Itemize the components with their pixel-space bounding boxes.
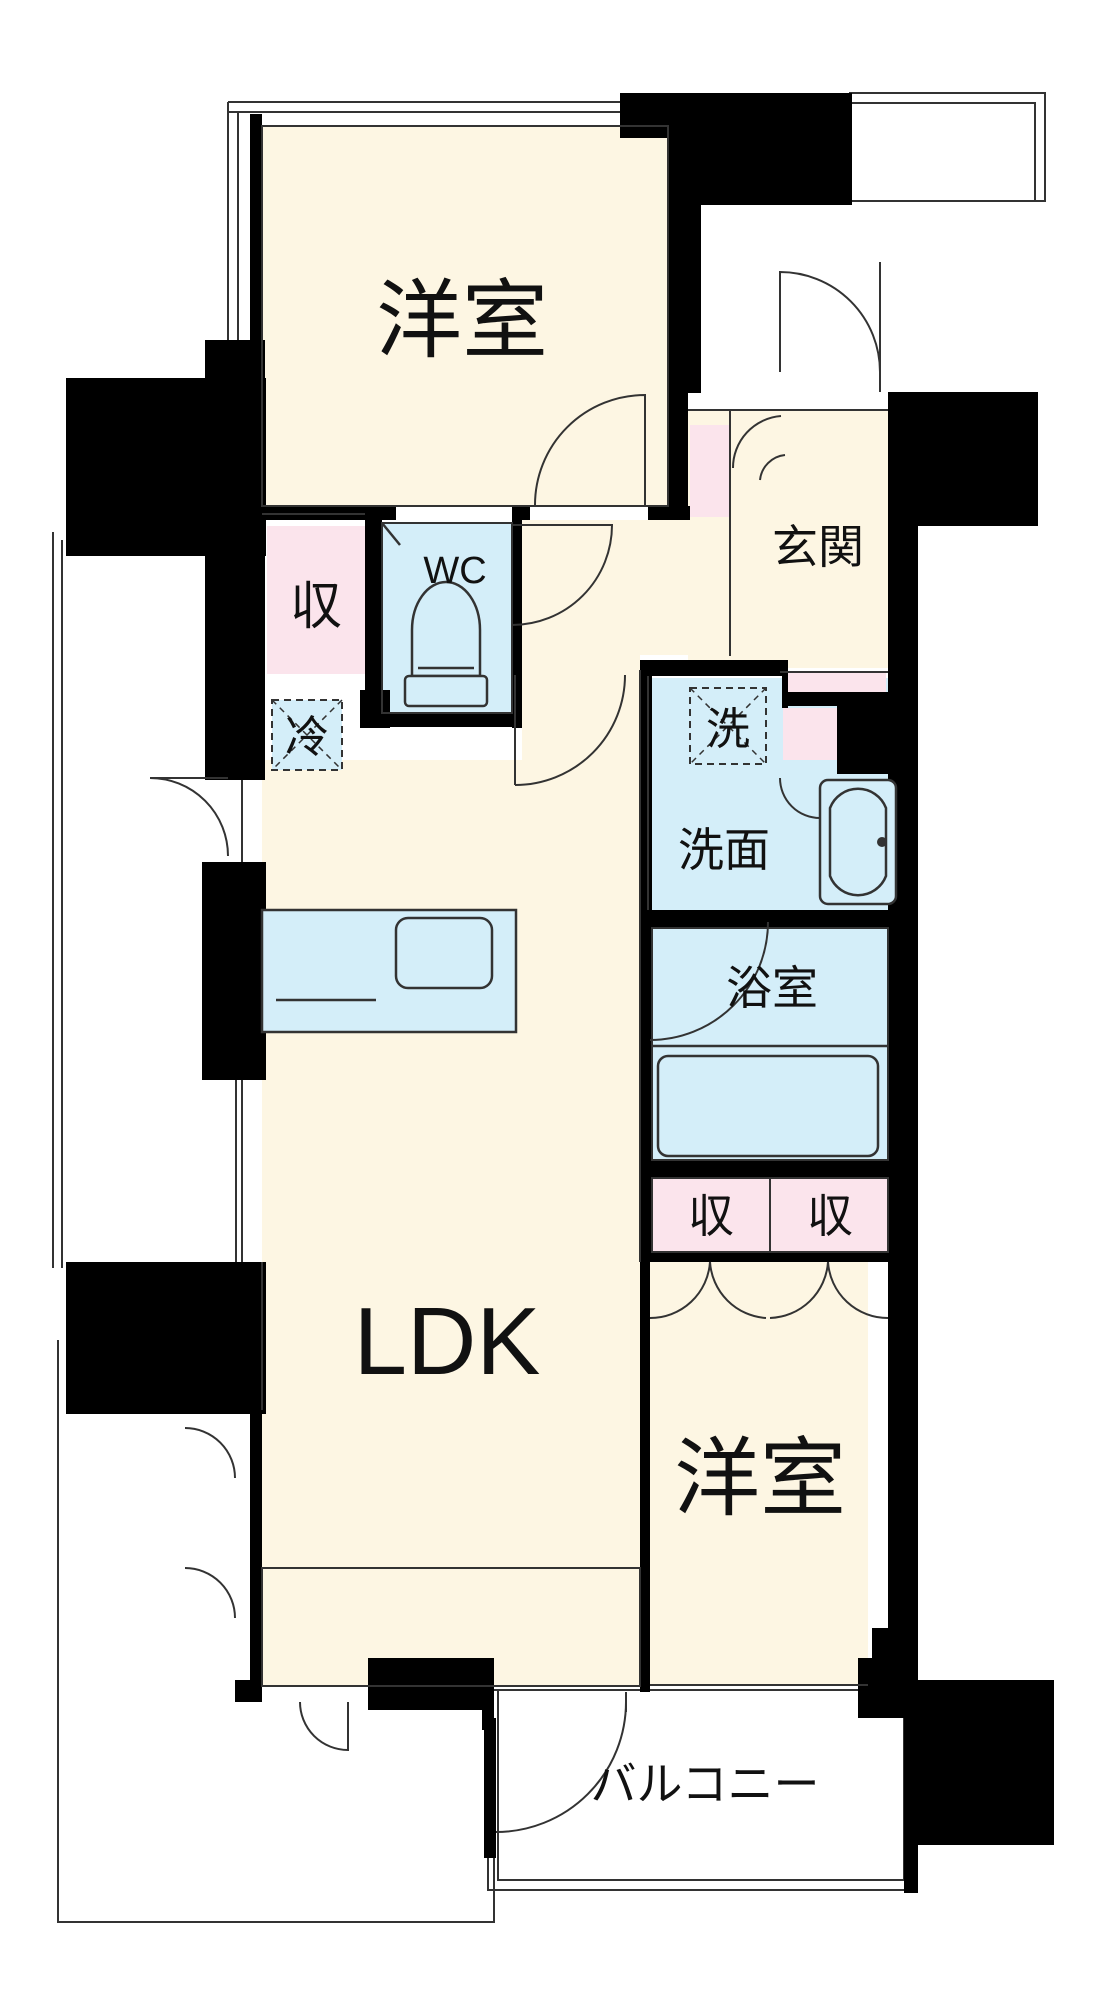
entrance-shoe-storage xyxy=(690,425,730,517)
kitchen-counter-icon xyxy=(260,908,518,1034)
room-floors xyxy=(262,126,892,1685)
entrance-strip xyxy=(782,672,886,694)
room-western-south xyxy=(650,1262,868,1685)
label-ldk: LDK xyxy=(354,1288,541,1395)
room-ldk xyxy=(262,668,640,1685)
bathtub-icon xyxy=(652,1044,888,1158)
label-bathroom: 浴室 xyxy=(726,961,818,1015)
label-wc: WC xyxy=(423,550,486,592)
label-storage-hall-2: 収 xyxy=(807,1189,853,1243)
door-swings xyxy=(149,262,889,1833)
washbasin-icon xyxy=(818,778,898,906)
label-balcony: バルコニー xyxy=(590,1757,819,1811)
room-western-north xyxy=(262,126,668,506)
label-washroom: 洗面 xyxy=(678,823,770,877)
storage-west-floor xyxy=(267,526,367,674)
label-western-south: 洋室 xyxy=(674,1429,846,1529)
room-hall xyxy=(522,520,730,668)
fixtures xyxy=(260,522,898,1158)
label-fridge: 冷 xyxy=(285,712,329,763)
toilet-icon xyxy=(381,522,489,708)
washroom-nook xyxy=(783,708,837,760)
walls xyxy=(66,93,1054,1893)
fridge-icon xyxy=(271,699,343,771)
label-entrance: 玄関 xyxy=(772,520,864,574)
label-washer: 洗 xyxy=(706,704,750,755)
washer-icon xyxy=(689,687,767,765)
label-storage-west: 収 xyxy=(290,577,342,637)
label-western-north: 洋室 xyxy=(376,271,548,371)
label-storage-hall-1: 収 xyxy=(688,1189,734,1243)
room-labels: 洋室 WC 玄関 収 冷 洗 洗面 浴室 収 収 LDK 洋室 バルコニー xyxy=(285,271,864,1811)
interior-lines xyxy=(235,125,889,1687)
